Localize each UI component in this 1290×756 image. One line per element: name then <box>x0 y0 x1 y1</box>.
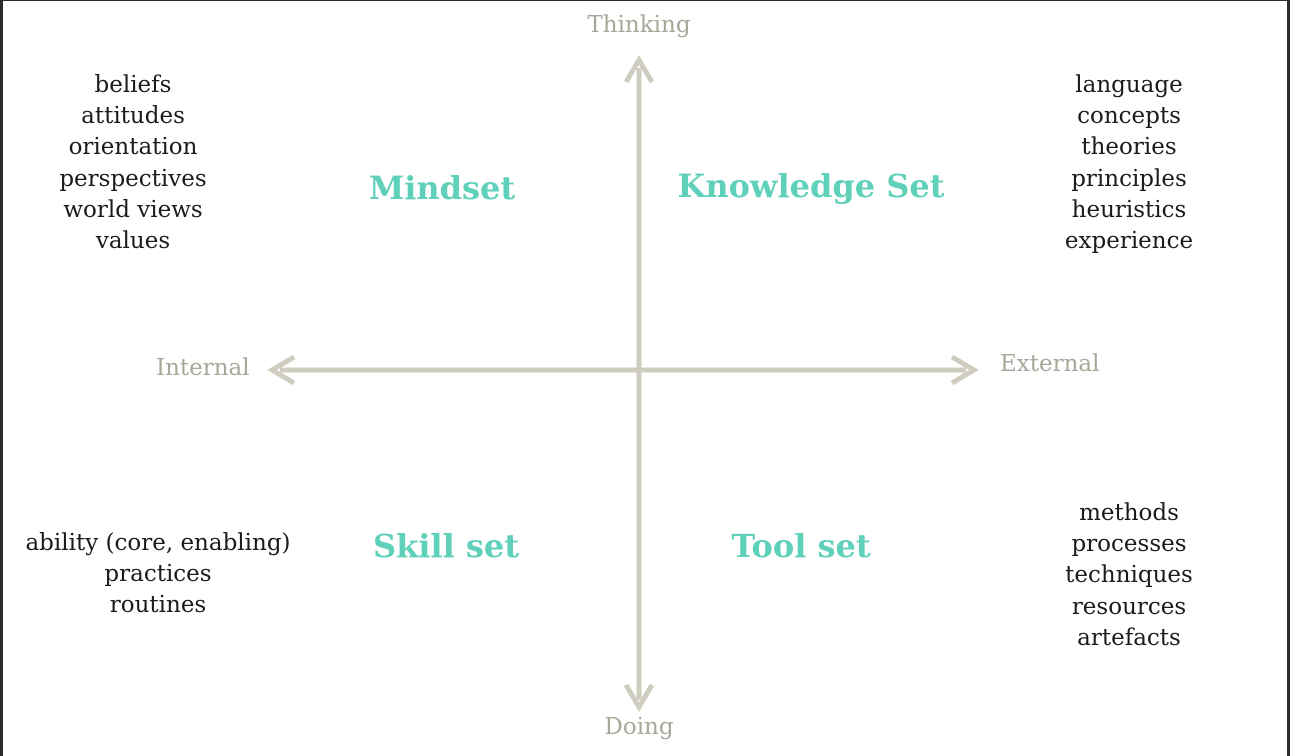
tool-set-item-list: methods processes techniques resources a… <box>1024 498 1234 654</box>
list-item: beliefs <box>94 72 172 98</box>
quadrant-title-knowledge-set: Knowledge Set <box>677 167 945 205</box>
arrow-down-icon <box>623 683 655 712</box>
list-item: orientation <box>68 134 198 161</box>
list-item: principles <box>1071 165 1187 192</box>
list-item: routines <box>109 592 207 619</box>
list-item: methods <box>1079 500 1179 526</box>
list-item: processes <box>1071 531 1187 558</box>
list-item: resources <box>1071 593 1187 620</box>
list-item: concepts <box>1077 103 1181 130</box>
axis-label-thinking: Thinking <box>587 12 691 38</box>
list-item: attitudes <box>81 103 185 130</box>
arrow-up-icon <box>623 55 655 84</box>
skill-set-item-list: ability (core, enabling) practices routi… <box>13 528 303 622</box>
list-item: theories <box>1081 134 1177 161</box>
list-item: artefacts <box>1077 624 1181 651</box>
quadrant-title-skill-set: Skill set <box>372 527 520 565</box>
list-item: experience <box>1064 228 1194 255</box>
list-item: world views <box>63 196 203 223</box>
list-item: language <box>1075 72 1183 98</box>
axis-label-doing: Doing <box>604 714 674 740</box>
list-item: practices <box>104 561 212 588</box>
list-item: heuristics <box>1071 196 1187 223</box>
quadrant-title-tool-set: Tool set <box>731 527 871 565</box>
arrow-right-icon <box>950 354 979 386</box>
knowledge-set-item-list: language concepts theories principles he… <box>1024 70 1234 257</box>
list-item: perspectives <box>59 165 207 192</box>
mindset-item-list: beliefs attitudes orientation perspectiv… <box>18 70 248 257</box>
quadrant-title-mindset: Mindset <box>368 169 516 207</box>
axis-label-internal: Internal <box>156 355 250 381</box>
axis-label-external: External <box>1000 351 1100 377</box>
list-item: techniques <box>1065 562 1193 589</box>
list-item: values <box>95 228 171 255</box>
list-item: ability (core, enabling) <box>25 530 291 556</box>
arrow-left-icon <box>267 354 296 386</box>
